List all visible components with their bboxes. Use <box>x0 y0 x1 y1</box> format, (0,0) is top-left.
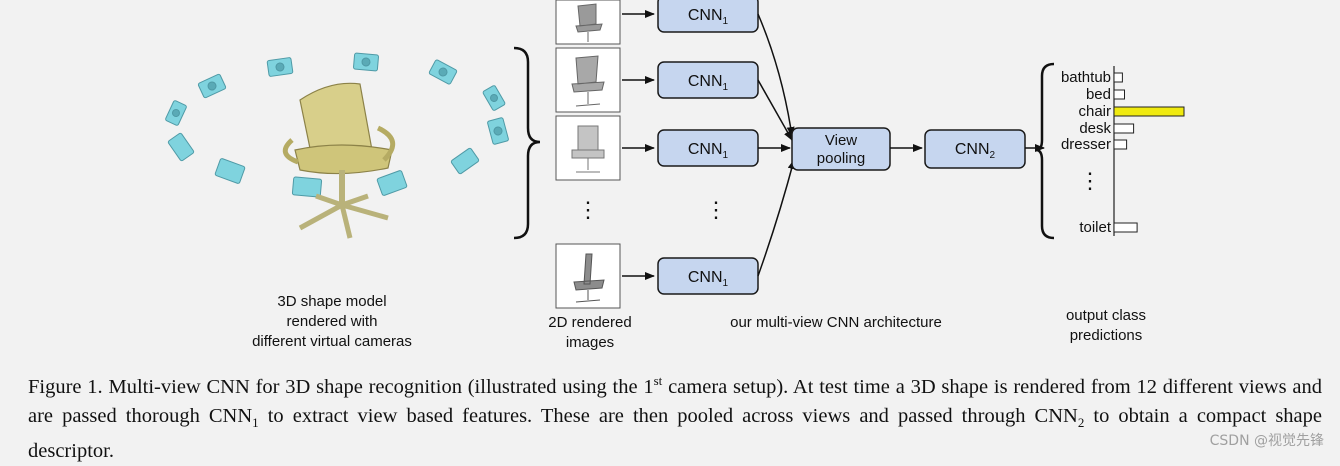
svg-text:View: View <box>825 132 857 149</box>
caption-text: Figure 1. Multi-view CNN for 3D shape re… <box>28 375 654 398</box>
diagram-canvas: ⋮ CNN1 CNN1 CNN1 CNN1 ⋮ View pooling CNN… <box>165 0 1185 309</box>
camera-icon <box>428 59 458 85</box>
arrow <box>757 79 793 141</box>
caption-text: to extract view based features. These ar… <box>258 404 1078 427</box>
watermark: CSDN @视觉先锋 <box>1209 433 1324 449</box>
rendered-images-label-line: 2D rendered <box>548 314 632 331</box>
camera-icon <box>291 176 323 198</box>
predictions-ellipsis: ⋮ <box>1079 168 1101 193</box>
camera-icon <box>482 85 506 111</box>
prediction-label-desk: desk <box>1079 120 1111 137</box>
cnn-ellipsis: ⋮ <box>705 197 727 222</box>
cnn1-box: CNN1 <box>657 257 759 295</box>
prediction-label-bed: bed <box>1086 86 1111 103</box>
prediction-label-bathtub: bathtub <box>1061 69 1111 86</box>
camera-icon <box>450 147 480 175</box>
shape-model-label-line: different virtual cameras <box>252 333 412 350</box>
camera-icon <box>165 100 187 126</box>
architecture-label: our multi-view CNN architecture <box>730 314 942 331</box>
caption-text: camera setup). At test time a 3D shape i… <box>28 375 1322 427</box>
svg-text:CNN1: CNN1 <box>688 141 729 161</box>
cnn1-box: CNN1 <box>657 129 759 167</box>
prediction-bar-toilet <box>1113 222 1138 233</box>
output-label-line: output class <box>1065 307 1147 324</box>
rendered-image <box>555 243 621 309</box>
left-curly-brace <box>513 46 541 240</box>
svg-text:CNN1: CNN1 <box>688 269 729 289</box>
output-label-line: predictions <box>1069 327 1143 344</box>
cnn1-box: CNN1 <box>657 61 759 99</box>
camera-icon <box>353 52 379 72</box>
output-predictions-label: output class predictions <box>1046 306 1166 346</box>
rendered-image <box>555 115 621 181</box>
rendered-image <box>555 47 621 113</box>
svg-text:CNN1: CNN1 <box>688 7 729 27</box>
shape-model-label-line: 3D shape model <box>277 293 387 310</box>
camera-icon <box>214 158 246 184</box>
camera-icon <box>376 170 408 196</box>
shape-model-label-line: rendered with <box>286 313 378 330</box>
camera-icon <box>167 132 195 162</box>
chair-3d-model <box>282 82 396 239</box>
right-curly-brace <box>1035 62 1055 240</box>
arrow <box>757 13 795 137</box>
prediction-label-chair: chair <box>1078 103 1111 120</box>
prediction-bar-desk <box>1113 123 1135 134</box>
prediction-label-dresser: dresser <box>1061 136 1111 153</box>
caption-subscript: 2 <box>1077 414 1085 430</box>
prediction-bar-bathtub <box>1113 72 1123 83</box>
rendered-images-label-line: images <box>565 334 615 351</box>
cnn2-box: CNN2 <box>924 129 1026 169</box>
view-pooling-box: View pooling <box>791 127 891 171</box>
prediction-bar-chair <box>1113 106 1185 117</box>
svg-text:pooling: pooling <box>817 150 865 167</box>
caption-superscript: st <box>653 373 663 388</box>
figure-caption: Figure 1. Multi-view CNN for 3D shape re… <box>28 366 1322 466</box>
camera-icon <box>266 57 294 77</box>
svg-text:CNN1: CNN1 <box>688 73 729 93</box>
prediction-bar-bed <box>1113 89 1125 100</box>
rendered-images-label: 2D rendered images <box>530 313 650 353</box>
virtual-cameras <box>165 52 509 198</box>
image-ellipsis: ⋮ <box>577 197 599 222</box>
caption-subscript: 1 <box>252 414 259 430</box>
svg-text:CNN2: CNN2 <box>955 141 996 161</box>
rendered-image <box>555 0 621 45</box>
prediction-bar-dresser <box>1113 139 1128 150</box>
prediction-label-toilet: toilet <box>1079 219 1112 236</box>
arrow <box>757 159 796 277</box>
camera-icon <box>487 117 509 145</box>
cnn1-box: CNN1 <box>657 0 759 33</box>
camera-icon <box>197 73 227 99</box>
shape-model-label: 3D shape model rendered with different v… <box>232 292 432 352</box>
